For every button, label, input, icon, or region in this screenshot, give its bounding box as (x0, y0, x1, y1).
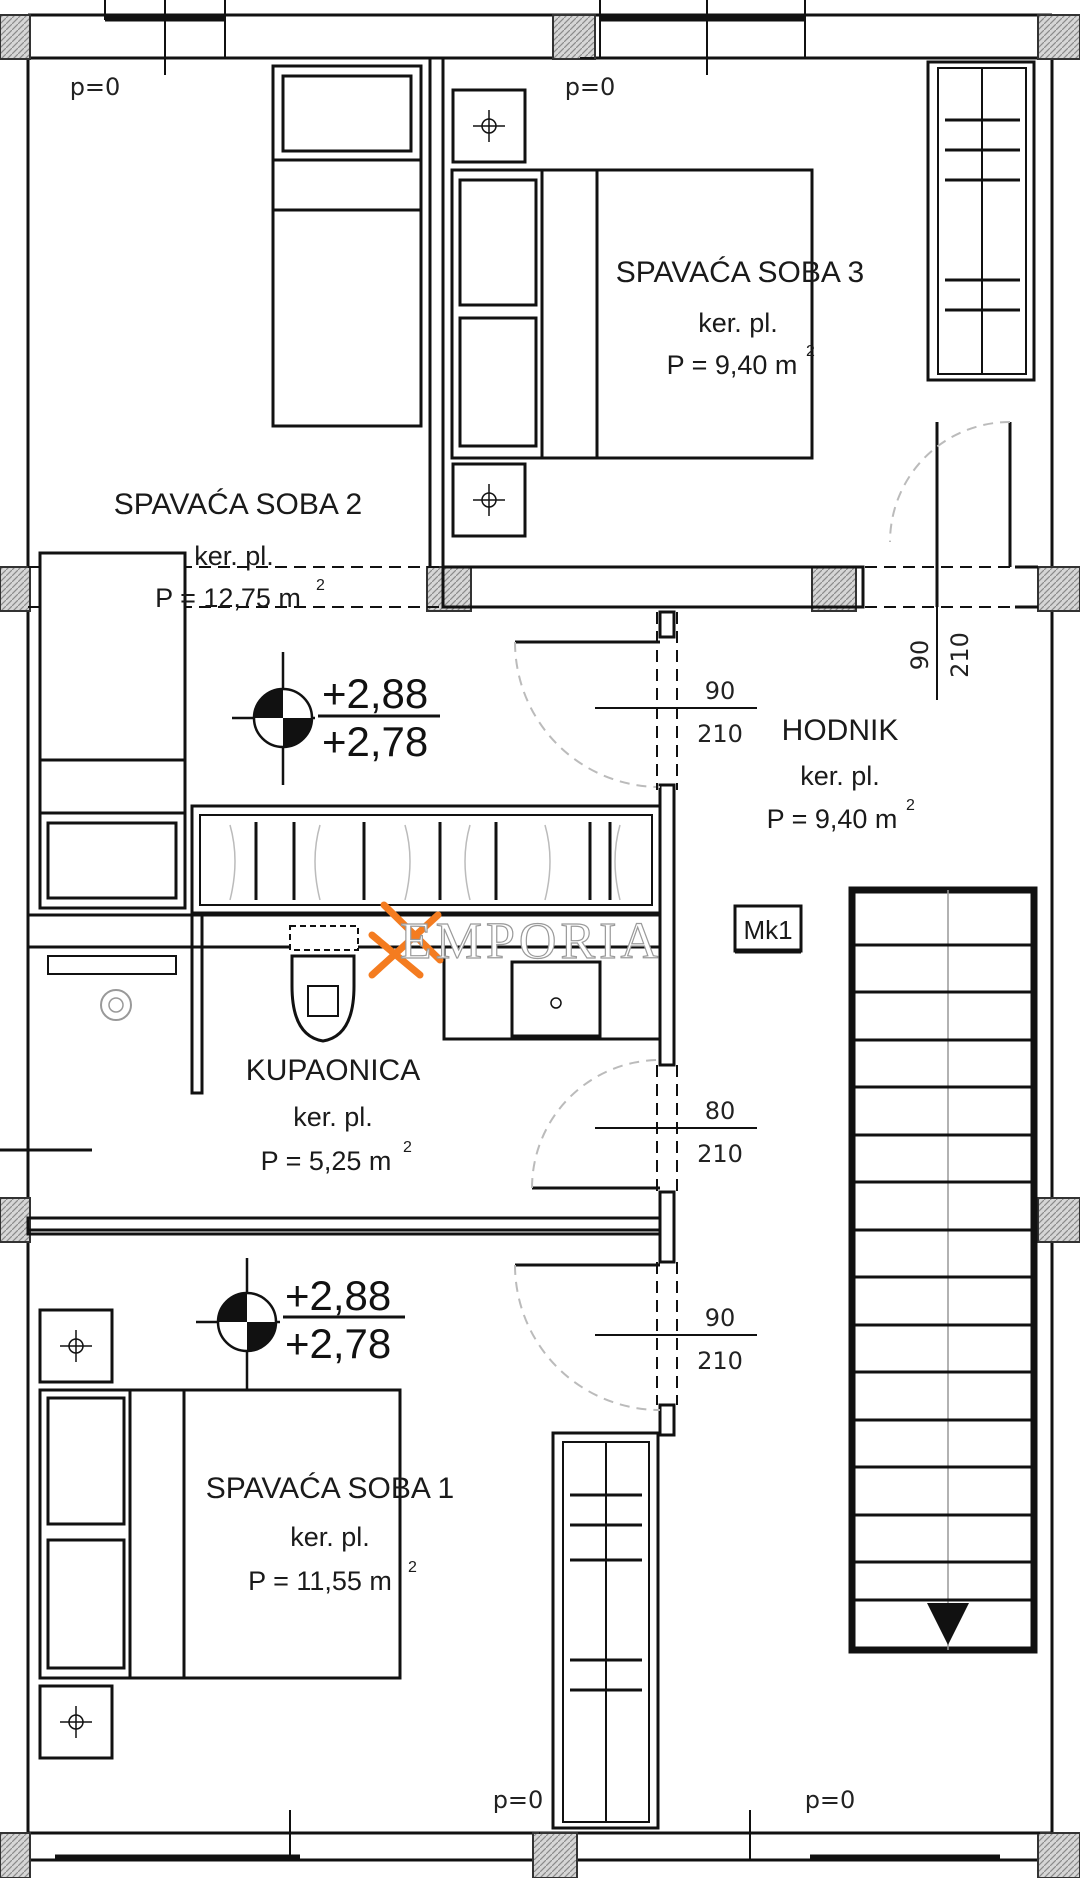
door-width: 80 (705, 1097, 736, 1125)
room-area: P = 11,55 m (248, 1566, 392, 1596)
area-unit-sup: 2 (403, 1139, 412, 1156)
wardrobe-room-2 (190, 804, 662, 915)
level-upper-1: +2,88 (322, 670, 428, 717)
room-name: SPAVAĆA SOBA 2 (114, 488, 362, 521)
level-lower-2: +2,78 (285, 1320, 391, 1367)
structural-columns (0, 14, 1080, 1878)
room-floor: ker. pl. (194, 541, 274, 571)
level-marker-upper (232, 652, 440, 785)
bed-room-2-top (271, 64, 423, 428)
room-name: KUPAONICA (246, 1054, 420, 1087)
room-label-spavaca-soba-2: SPAVAĆA SOBA 2 ker. pl. P = 12,75 m 2 (114, 488, 362, 613)
mk1-label: Mk1 (743, 915, 792, 945)
emporia-watermark: EMPORIA (368, 901, 662, 979)
door-height: 210 (697, 720, 743, 748)
window-sill-lines (55, 57, 1040, 1834)
parapet-label: p=0 (70, 73, 121, 101)
room-area: P = 5,25 m (261, 1146, 392, 1176)
room-area: P = 9,40 m (767, 804, 898, 834)
bed-room-3 (450, 168, 814, 460)
room-label-spavaca-soba-3: SPAVAĆA SOBA 3 ker. pl. P = 9,40 m 2 (616, 256, 864, 380)
room-area: P = 9,40 m (667, 350, 798, 380)
bed-room-1 (38, 1388, 402, 1680)
interior-walls (0, 58, 1038, 1437)
nightstand-room-1-top (38, 1308, 114, 1384)
parapet-label: p=0 (493, 1786, 544, 1814)
level-marker-lower (196, 1258, 405, 1390)
area-unit-sup: 2 (408, 1559, 417, 1576)
room-floor: ker. pl. (698, 308, 778, 338)
door-swings (514, 421, 1011, 1411)
bath-fixtures (47, 925, 662, 1043)
door-dim-ticks (595, 530, 938, 1336)
room-label-hodnik: HODNIK ker. pl. P = 9,40 m 2 (767, 714, 915, 834)
room-name: HODNIK (782, 714, 899, 747)
door-width: 90 (705, 677, 736, 705)
room-label-spavaca-soba-1: SPAVAĆA SOBA 1 ker. pl. P = 11,55 m 2 (206, 1472, 454, 1596)
door-height: 210 (946, 632, 974, 678)
level-upper-2: +2,88 (285, 1272, 391, 1319)
area-unit-sup: 2 (906, 797, 915, 814)
parapet-label: p=0 (565, 73, 616, 101)
watermark-text: EMPORIA (400, 913, 662, 970)
room-floor: ker. pl. (800, 761, 880, 791)
wardrobe-room-3 (926, 60, 1036, 382)
level-lower-1: +2,78 (322, 718, 428, 765)
nightstand-room-3-bottom (451, 462, 527, 538)
nightstand-room-3-top (451, 88, 527, 164)
room-name: SPAVAĆA SOBA 3 (616, 256, 864, 289)
door-height: 210 (697, 1347, 743, 1375)
mk1-tag: Mk1 (733, 904, 803, 954)
bed-room-2-left (38, 551, 187, 910)
nightstand-room-1-bottom (38, 1684, 114, 1760)
room-floor: ker. pl. (290, 1522, 370, 1552)
door-height: 210 (697, 1140, 743, 1168)
room-label-kupaonica: KUPAONICA ker. pl. P = 5,25 m 2 (246, 1054, 420, 1176)
wardrobe-room-1 (551, 1431, 660, 1830)
parapet-label: p=0 (805, 1786, 856, 1814)
staircase (848, 886, 1038, 1654)
watermark-logo-mark (368, 901, 444, 979)
room-area: P = 12,75 m (155, 583, 301, 613)
area-unit-sup: 2 (806, 343, 815, 360)
door-width: 90 (906, 640, 934, 671)
room-name: SPAVAĆA SOBA 1 (206, 1472, 454, 1505)
door-width: 90 (705, 1304, 736, 1332)
windows (55, 0, 1000, 1862)
area-unit-sup: 2 (316, 577, 325, 594)
hanger-sketches (229, 824, 621, 901)
room-floor: ker. pl. (293, 1102, 373, 1132)
